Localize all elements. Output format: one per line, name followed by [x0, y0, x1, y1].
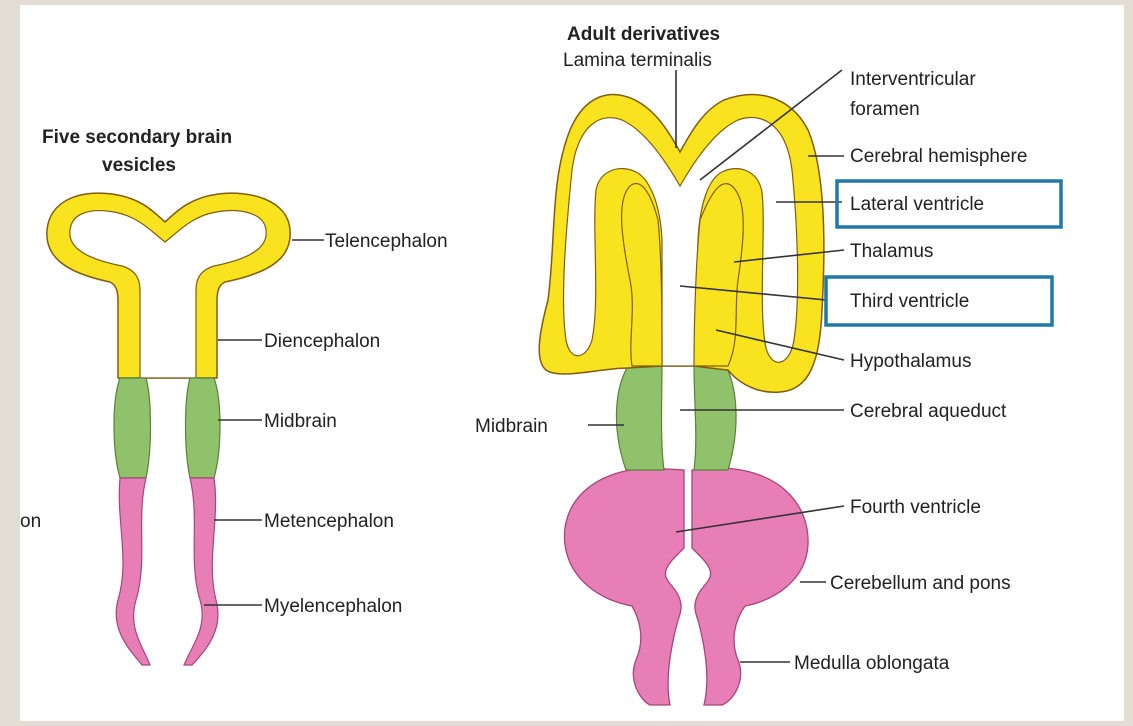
label-metencephalon: Metencephalon: [264, 511, 394, 532]
label-cerebral-aqueduct: Cerebral aqueduct: [850, 401, 1007, 422]
label-cerebellum-pons: Cerebellum and pons: [830, 573, 1011, 594]
left-midbrain-shape-right: [186, 378, 221, 478]
label-left-midbrain: Midbrain: [264, 411, 337, 432]
label-fourth-ventricle: Fourth ventricle: [850, 497, 981, 518]
label-interventricular-line1: Interventricular: [850, 69, 976, 90]
label-diencephalon: Diencephalon: [264, 331, 380, 352]
left-title-line2: vesicles: [102, 155, 176, 176]
label-thalamus: Thalamus: [850, 241, 933, 262]
left-title-line1: Five secondary brain: [42, 127, 232, 148]
label-medulla-oblongata: Medulla oblongata: [794, 653, 950, 674]
right-title: Adult derivatives: [567, 24, 720, 45]
label-right-midbrain: Midbrain: [475, 416, 548, 437]
right-midbrain-shape-right: [694, 366, 736, 470]
label-cerebral-hemisphere: Cerebral hemisphere: [850, 146, 1027, 167]
label-hypothalamus: Hypothalamus: [850, 351, 971, 372]
label-myelencephalon: Myelencephalon: [264, 596, 402, 617]
label-interventricular-line2: foramen: [850, 99, 920, 120]
label-cut-off: on: [20, 511, 41, 532]
label-telencephalon: Telencephalon: [325, 231, 448, 252]
right-midbrain-shape: [616, 366, 664, 470]
label-lateral-ventricle: Lateral ventricle: [850, 194, 984, 215]
left-midbrain-shape: [114, 378, 151, 478]
label-lamina-terminalis: Lamina terminalis: [563, 50, 712, 71]
label-third-ventricle: Third ventricle: [850, 291, 969, 312]
